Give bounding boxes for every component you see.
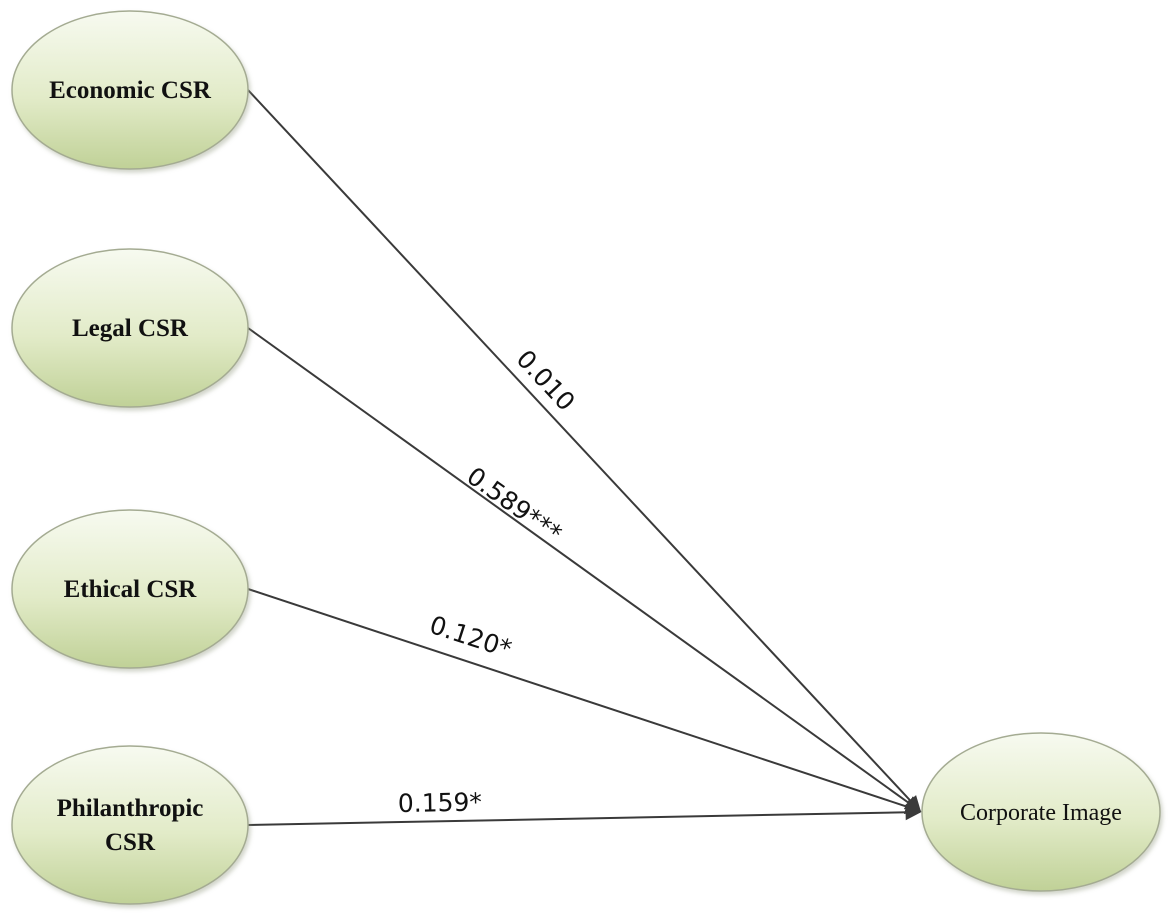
node-philanthropic-csr-label-line2: CSR bbox=[105, 829, 156, 856]
node-legal-csr-ellipse bbox=[11, 248, 249, 408]
coefficient-philanthropic: 0.159* bbox=[398, 788, 483, 818]
coefficient-economic: 0.010 bbox=[511, 344, 581, 416]
node-philanthropic-csr-label-line1: Philanthropic bbox=[57, 795, 204, 822]
node-philanthropic-csr-ellipse bbox=[11, 745, 249, 905]
node-corporate-image-ellipse bbox=[921, 732, 1161, 892]
edge-legal-to-corporate-image bbox=[247, 327, 922, 812]
node-corporate-image: Corporate Image bbox=[921, 732, 1161, 892]
edge-ethical-to-corporate-image bbox=[247, 588, 922, 815]
node-philanthropic-csr: Philanthropic CSR bbox=[11, 745, 249, 905]
node-economic-csr-ellipse bbox=[11, 10, 249, 170]
edges bbox=[247, 89, 922, 826]
node-economic-csr-label: Economic CSR bbox=[49, 77, 212, 104]
node-legal-csr-label: Legal CSR bbox=[72, 315, 189, 342]
node-ethical-csr-ellipse bbox=[11, 509, 249, 669]
edge-labels: 0.010 0.589*** 0.120* 0.159* bbox=[398, 344, 581, 818]
node-legal-csr: Legal CSR bbox=[11, 248, 249, 408]
node-ethical-csr-label: Ethical CSR bbox=[64, 576, 198, 603]
node-economic-csr: Economic CSR bbox=[11, 10, 249, 170]
coefficient-ethical: 0.120* bbox=[426, 610, 515, 664]
coefficient-legal: 0.589*** bbox=[462, 461, 568, 548]
edge-economic-to-corporate-image bbox=[247, 89, 922, 813]
node-ethical-csr: Ethical CSR bbox=[11, 509, 249, 669]
node-corporate-image-label: Corporate Image bbox=[960, 800, 1122, 826]
edge-philanthropic-to-corporate-image bbox=[247, 804, 922, 826]
